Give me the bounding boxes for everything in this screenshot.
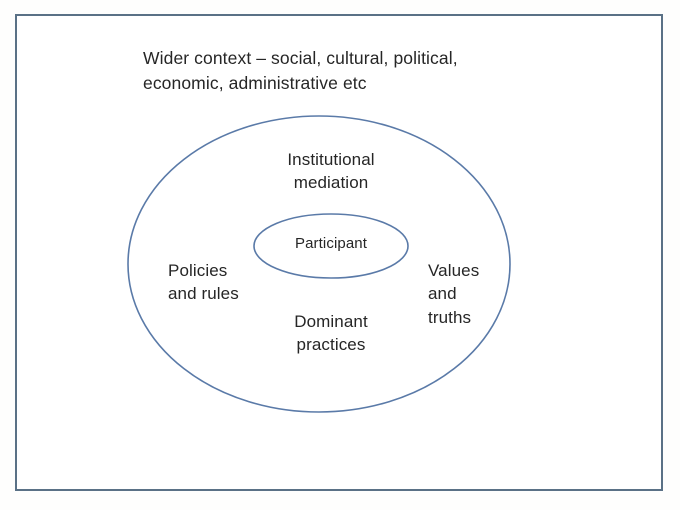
participant-label: Participant: [295, 235, 367, 252]
values-and-truths-label: Values and truths: [428, 261, 480, 327]
policies-and-rules-label: Policies and rules: [168, 261, 239, 304]
dominant-practices-label: Dominant practices: [294, 312, 368, 355]
wider-context-label: Wider context – social, cultural, politi…: [143, 48, 458, 93]
institutional-mediation-label: Institutional mediation: [287, 150, 375, 193]
